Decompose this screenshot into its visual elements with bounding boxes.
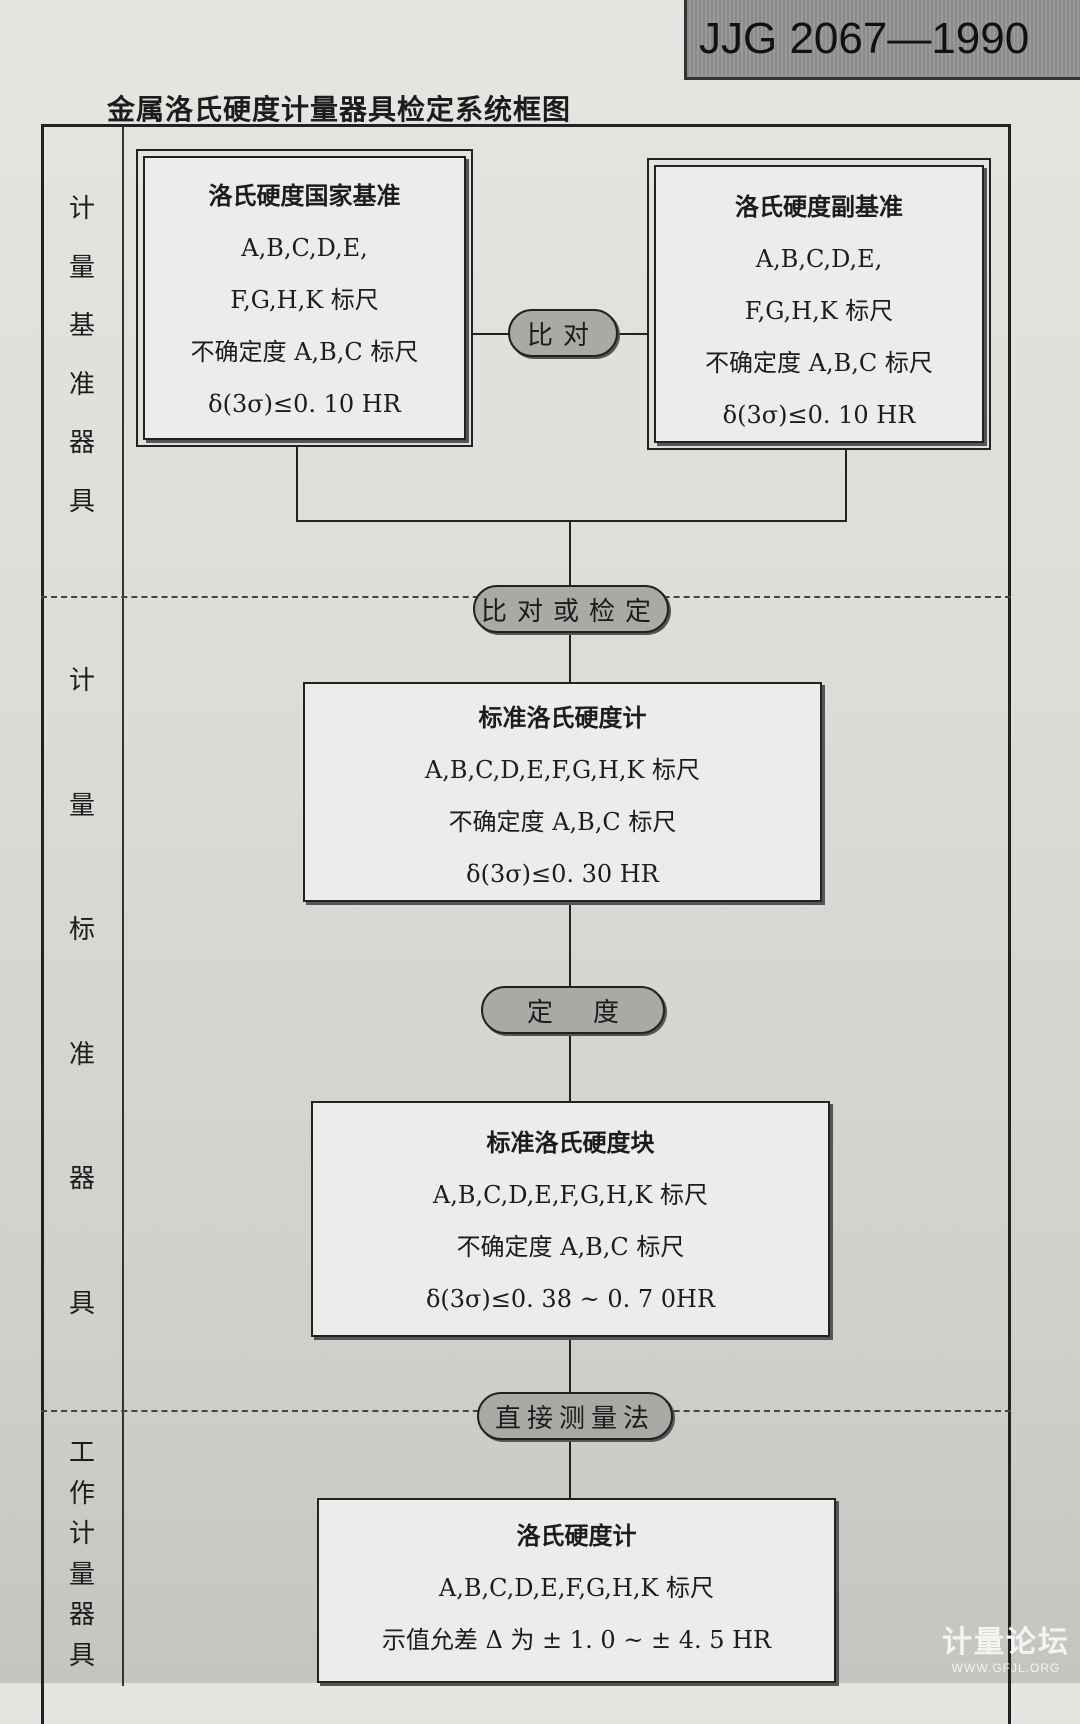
box-line: 不确定度 A,B,C 标尺 (448, 808, 677, 836)
label-char: 计 (68, 1519, 95, 1550)
label-char: 工 (68, 1438, 95, 1468)
label-char: 量 (68, 790, 95, 821)
standard-tester-box: 标准洛氏硬度计 A,B,C,D,E,F,G,H,K 标尺 不确定度 A,B,C … (303, 682, 822, 902)
section-label-primary: 计量基准器具 (41, 188, 123, 518)
label-char: 量 (68, 252, 95, 283)
standard-number: JJG 2067—1990 (699, 14, 1030, 63)
box-line: δ(3σ)≤0. 30 HR (466, 860, 659, 888)
method-direct-measurement: 直接测量法 (477, 1392, 673, 1440)
box-line: A,B,C,D,E,F,G,H,K 标尺 (438, 1574, 715, 1602)
label-char: 计 (68, 666, 95, 696)
connector (296, 520, 847, 522)
box-line: 示值允差 Δ 为 ± 1. 0 ~ ± 4. 5 HR (381, 1626, 772, 1654)
box-title: 洛氏硬度副基准 (735, 192, 903, 221)
box-line: A,B,C,D,E, (755, 245, 883, 273)
working-tester-box: 洛氏硬度计 A,B,C,D,E,F,G,H,K 标尺 示值允差 Δ 为 ± 1.… (317, 1498, 836, 1683)
national-standard-box: 洛氏硬度国家基准 A,B,C,D,E, F,G,H,K 标尺 不确定度 A,B,… (136, 149, 473, 447)
diagram-title: 金属洛氏硬度计量器具检定系统框图 (107, 93, 572, 126)
label-char: 具 (68, 1288, 95, 1319)
label-char: 计 (68, 194, 95, 224)
connector (296, 446, 298, 522)
box-line: F,G,H,K 标尺 (744, 297, 894, 325)
method-calibrate: 定度 (481, 986, 665, 1034)
label-char: 准 (68, 369, 95, 400)
box-line: A,B,C,D,E, (241, 234, 368, 262)
box-title: 洛氏硬度国家基准 (208, 181, 401, 210)
watermark-url: WWW.GFJL.ORG (951, 1661, 1061, 1675)
label-char: 基 (68, 311, 95, 342)
box-line: δ(3σ)≤0. 10 HR (208, 390, 401, 418)
box-line: 不确定度 A,B,C 标尺 (190, 338, 419, 366)
watermark: 计量论坛 WWW.GFJL.ORG (942, 1617, 1070, 1675)
box-title: 洛氏硬度计 (516, 1521, 637, 1550)
standard-block-box: 标准洛氏硬度块 A,B,C,D,E,F,G,H,K 标尺 不确定度 A,B,C … (311, 1101, 830, 1337)
label-char: 具 (68, 1640, 95, 1671)
label-char: 作 (68, 1478, 95, 1509)
method-compare-or-verify: 比对或检定 (473, 585, 669, 633)
label-char: 器 (68, 1600, 95, 1631)
diagram-frame (41, 124, 1011, 1724)
box-line: F,G,H,K 标尺 (230, 286, 379, 314)
secondary-standard-box: 洛氏硬度副基准 A,B,C,D,E, F,G,H,K 标尺 不确定度 A,B,C… (647, 158, 991, 450)
box-line: δ(3σ)≤0. 10 HR (722, 401, 916, 429)
label-char: 器 (68, 428, 95, 459)
box-line: 不确定度 A,B,C 标尺 (705, 349, 933, 377)
connector (569, 520, 571, 1680)
box-line: 不确定度 A,B,C 标尺 (456, 1233, 685, 1261)
label-char: 量 (68, 1559, 95, 1590)
box-line: δ(3σ)≤0. 38 ~ 0. 7 0HR (425, 1285, 716, 1313)
method-compare: 比对 (508, 309, 618, 357)
box-line: A,B,C,D,E,F,G,H,K 标尺 (432, 1181, 709, 1209)
label-char: 标 (68, 915, 95, 946)
watermark-name: 计量论坛 (942, 1626, 1070, 1659)
label-char: 准 (68, 1039, 95, 1070)
section-label-working: 工作计量器具 (41, 1432, 123, 1672)
label-char: 具 (68, 486, 95, 517)
column-divider (122, 126, 124, 1686)
box-title: 标准洛氏硬度计 (478, 703, 647, 732)
standard-number-tab: JJG 2067—1990 (684, 0, 1080, 80)
label-char: 器 (68, 1164, 95, 1195)
box-line: A,B,C,D,E,F,G,H,K 标尺 (424, 756, 701, 784)
box-title: 标准洛氏硬度块 (486, 1128, 655, 1157)
section-label-standard: 计量标准器具 (41, 660, 123, 1320)
connector (845, 449, 847, 522)
